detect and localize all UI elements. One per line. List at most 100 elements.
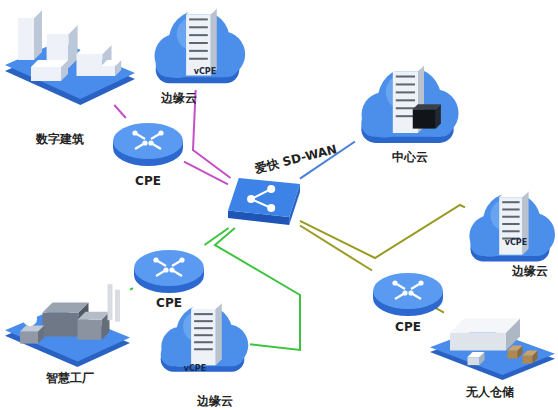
warehouse-graphic: [430, 298, 555, 380]
network-link: [184, 162, 228, 185]
router-part: [169, 267, 174, 272]
router-part: [148, 140, 153, 145]
vcpe-label: vCPE: [179, 364, 211, 374]
network-link: [114, 105, 126, 118]
cloud-part: [186, 8, 217, 14]
router-label: CPE: [372, 320, 444, 334]
building-part: [77, 45, 112, 54]
network-link: [130, 288, 133, 290]
factory-part: [20, 332, 38, 344]
warehouse-part: [430, 328, 555, 376]
cloud-part: [502, 208, 519, 210]
building-part: [31, 60, 68, 67]
cloud-part: [502, 201, 519, 203]
cloud-part: [189, 34, 208, 36]
center-part: [396, 107, 415, 109]
factory-part: [20, 326, 44, 332]
tile-part: [228, 178, 300, 217]
network-link: [193, 90, 231, 178]
router-part: [418, 280, 423, 285]
warehouse-part: [508, 346, 523, 351]
router-part: [134, 250, 204, 286]
router-label: CPE: [112, 174, 184, 188]
router-part: [153, 257, 158, 262]
cloud-part: [194, 327, 213, 329]
cloud-part: [502, 230, 519, 232]
router-part: [132, 130, 137, 135]
center-part: [396, 83, 415, 85]
router-part: [179, 257, 184, 262]
cpe-router: CPE: [133, 245, 205, 295]
cpe-router: CPE: [372, 268, 444, 318]
building-part: [101, 66, 115, 76]
tile-part: [267, 204, 275, 212]
cloud-part: [191, 309, 216, 365]
factory-part: [43, 303, 89, 313]
cloud-part: [189, 42, 208, 44]
router-part: [113, 123, 183, 159]
warehouse-part: [508, 351, 518, 359]
center-graphic: [355, 62, 460, 150]
cloud-part: [194, 341, 213, 343]
cloud-part: [211, 8, 217, 75]
factory-part: [115, 290, 120, 322]
center-cloud: 中心云: [355, 62, 460, 150]
cloud-part: [189, 18, 208, 20]
site-node: 数字建筑: [5, 5, 135, 105]
factory-part: [43, 313, 79, 337]
cloud-part: [189, 50, 208, 52]
router-part: [163, 267, 168, 272]
network-link: [300, 226, 372, 271]
site-label: 无人仓储: [460, 385, 520, 399]
cloud-part: [186, 14, 211, 75]
router-graphic: [133, 245, 205, 295]
router-part: [158, 130, 163, 135]
factory-part: [23, 312, 37, 326]
factory-part: [78, 320, 102, 340]
center-part: [396, 99, 415, 101]
router-part: [373, 273, 443, 309]
cloud-label: 边缘云: [505, 264, 555, 278]
building-part: [77, 54, 103, 76]
cloud-label: 中心云: [380, 150, 440, 164]
warehouse-part: [468, 357, 480, 365]
warehouse-part: [468, 352, 485, 357]
building-part: [18, 10, 42, 18]
cloud-label: 边缘云: [150, 91, 208, 105]
building-part: [101, 60, 121, 66]
center-part: [413, 109, 436, 128]
warehouse-part: [450, 333, 506, 351]
cloud-part: [194, 348, 213, 350]
building-part: [47, 25, 78, 34]
cloud-label: 边缘云: [185, 394, 245, 408]
factory-part: [108, 284, 113, 320]
cloud-part: [194, 313, 213, 315]
factory-graphic: [5, 275, 130, 367]
tile-part: [267, 185, 275, 193]
cloud-part: [502, 216, 519, 218]
sdwan-hub: 爱快 SD-WAN: [228, 178, 300, 228]
building-part: [18, 18, 34, 60]
cloud-part: [216, 303, 222, 365]
building-part: [31, 67, 61, 81]
edge-cloud: vCPE边缘云: [155, 300, 250, 378]
router-graphic: [372, 268, 444, 318]
center-part: [396, 115, 415, 117]
warehouse-part: [523, 355, 533, 363]
building-graphic: [5, 5, 135, 105]
site-label: 智慧工厂: [30, 371, 110, 385]
hub-label: 爱快 SD-WAN: [246, 140, 346, 178]
cloud-part: [194, 334, 213, 336]
site-label: 数字建筑: [5, 132, 115, 146]
center-part: [413, 104, 441, 109]
cloud-graphic: [150, 5, 245, 90]
edge-cloud: vCPE边缘云: [465, 188, 555, 268]
edge-cloud: vCPE边缘云: [150, 5, 245, 90]
tile-part: [247, 195, 255, 203]
cloud-part: [189, 58, 208, 60]
cloud-part: [502, 223, 519, 225]
site-node: 智慧工厂: [5, 275, 130, 367]
router-part: [392, 280, 397, 285]
center-part: [393, 66, 424, 72]
factory-part: [78, 312, 110, 320]
